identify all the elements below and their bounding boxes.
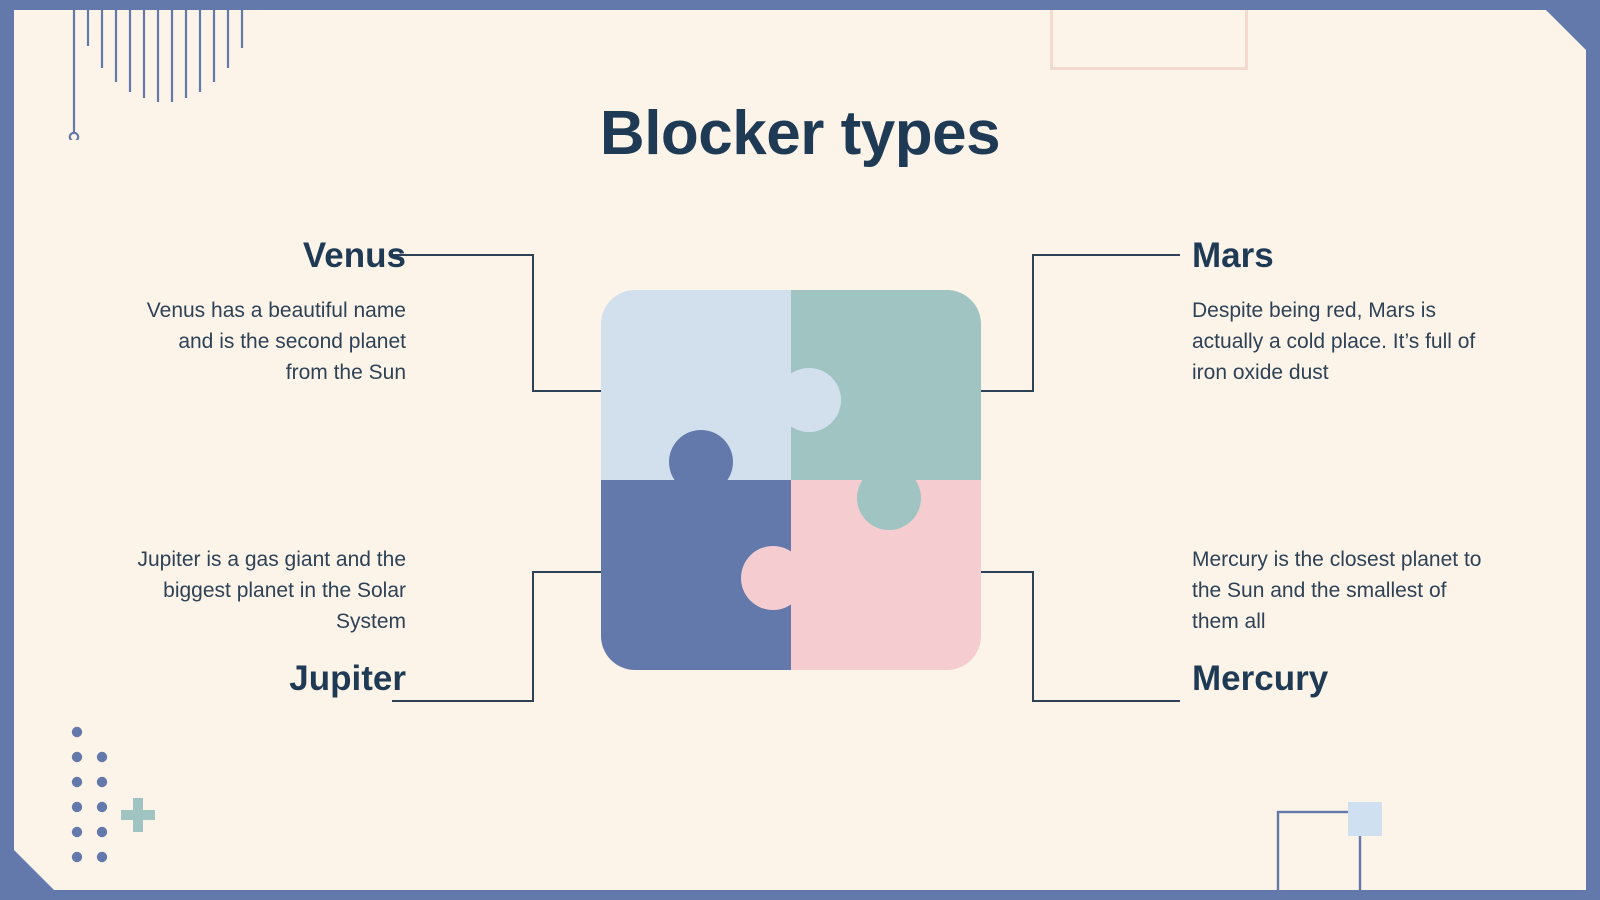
hanging-lines-decoration	[54, 10, 254, 140]
plus-icon	[121, 798, 155, 832]
item-body-venus: Venus has a beautiful name and is the se…	[146, 299, 406, 385]
filled-square	[1348, 802, 1382, 836]
item-body-mars: Despite being red, Mars is actually a co…	[1192, 299, 1476, 385]
item-block-venus: Venus Venus has a beautiful name and is …	[140, 238, 406, 388]
slide-page: Blocker types	[14, 10, 1586, 890]
outline-rectangle-decoration	[1050, 10, 1248, 70]
item-body-jupiter: Jupiter is a gas giant and the biggest p…	[137, 548, 406, 634]
puzzle-tab-mercury	[741, 546, 805, 610]
page-title: Blocker types	[599, 99, 1001, 168]
dot-grid-decoration	[69, 720, 219, 870]
item-heading-mercury: Mercury	[1192, 659, 1329, 699]
item-heading-mars: Mars	[1192, 236, 1274, 275]
item-heading-jupiter: Jupiter	[289, 659, 406, 699]
puzzle-tab-mars	[857, 466, 921, 530]
puzzle-tab-jupiter	[669, 430, 733, 494]
puzzle-graphic	[601, 290, 981, 670]
hanging-line-endpoint-circle	[70, 133, 78, 140]
item-block-jupiter: Jupiter is a gas giant and the biggest p…	[134, 544, 406, 696]
item-heading-venus: Venus	[302, 236, 406, 275]
item-block-mars: Mars Despite being red, Mars is actually…	[1192, 238, 1482, 388]
outline-square	[1278, 812, 1360, 890]
puzzle-tab-venus	[777, 368, 841, 432]
square-decoration	[1276, 790, 1396, 890]
item-body-mercury: Mercury is the closest planet to the Sun…	[1192, 548, 1482, 634]
item-block-mercury: Mercury is the closest planet to the Sun…	[1192, 544, 1488, 696]
